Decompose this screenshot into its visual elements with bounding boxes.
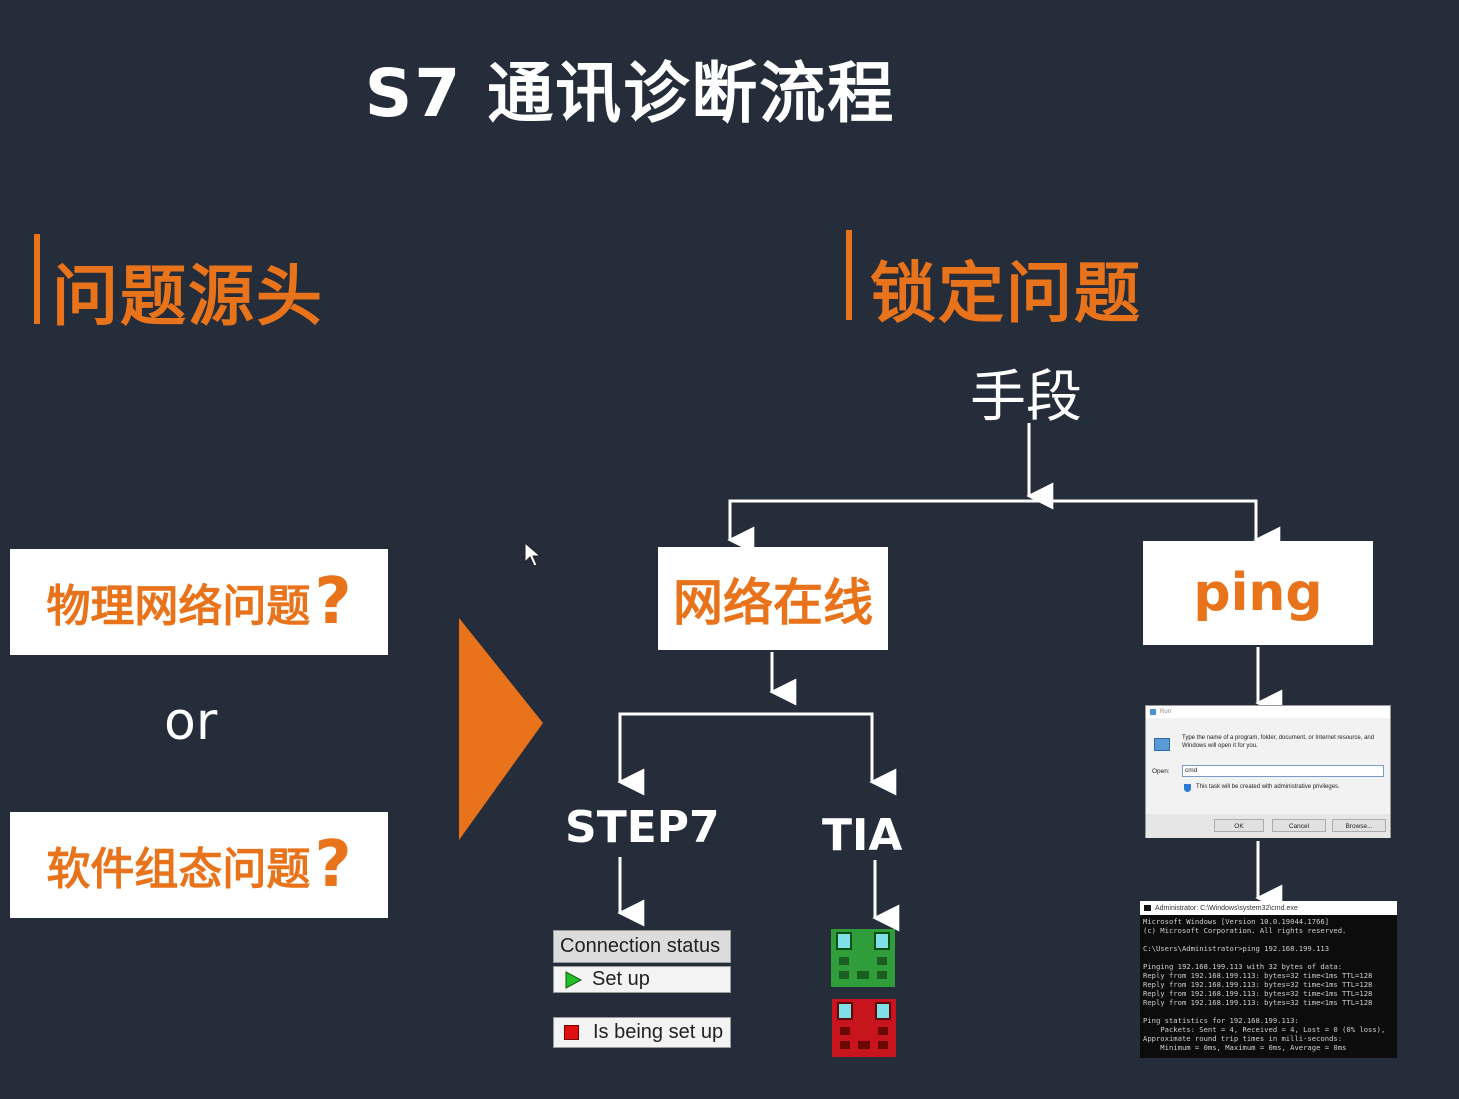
run-browse-button[interactable]: Browse...	[1332, 819, 1386, 832]
run-cancel-button[interactable]: Cancel	[1272, 819, 1326, 832]
status-setup-text: Set up	[592, 968, 650, 990]
run-open-value: cmd	[1185, 767, 1198, 774]
run-dialog-titlebar: Run	[1146, 706, 1390, 718]
cmd-icon	[1144, 905, 1151, 911]
left-section-title: 问题源头	[52, 258, 324, 335]
shield-icon	[1184, 784, 1191, 792]
cmd-window: Administrator: C:\Windows\system32\cmd.e…	[1140, 901, 1397, 1058]
physical-network-label: 物理网络问题	[46, 581, 311, 632]
right-section-title: 锁定问题	[870, 255, 1142, 332]
green-play-icon	[565, 970, 582, 989]
run-ok-button[interactable]: OK	[1214, 819, 1264, 832]
run-open-label: Open:	[1152, 768, 1170, 775]
red-square-icon	[564, 1025, 579, 1040]
question-mark: ?	[314, 565, 352, 639]
status-being-setup-row: Is being set up	[553, 1017, 731, 1048]
ping-box: ping	[1143, 541, 1373, 645]
physical-network-box: 物理网络问题 ?	[10, 549, 388, 655]
run-description: Type the name of a program, folder, docu…	[1182, 735, 1375, 749]
tia-label: TIA	[822, 810, 903, 861]
software-config-box: 软件组态问题 ?	[10, 812, 388, 918]
run-admin-note: This task will be created with administr…	[1196, 784, 1340, 790]
online-split-line	[618, 712, 897, 796]
mouse-cursor-icon	[524, 541, 542, 567]
run-dialog-title: Run	[1160, 709, 1172, 715]
orange-triangle-arrow	[459, 618, 543, 840]
run-open-input[interactable]: cmd	[1182, 765, 1384, 777]
status-setup-row: Set up	[553, 966, 731, 993]
cmd-output: Microsoft Windows [Version 10.0.19044.17…	[1143, 917, 1386, 1052]
tia-offline-icon	[832, 999, 896, 1057]
cmd-title: Administrator: C:\Windows\system32\cmd.e…	[1155, 904, 1298, 912]
connection-status-header: Connection status	[553, 930, 731, 963]
method-label: 手段	[970, 365, 1082, 430]
status-being-setup-text: Is being set up	[593, 1021, 724, 1043]
network-online-label: 网络在线	[673, 573, 873, 632]
cmd-titlebar: Administrator: C:\Windows\system32\cmd.e…	[1140, 901, 1397, 915]
question-mark: ?	[314, 828, 352, 902]
run-program-icon	[1154, 738, 1170, 751]
run-titlebar-icon	[1150, 709, 1156, 715]
step7-label: STEP7	[565, 802, 720, 853]
right-section-bar	[846, 230, 852, 320]
page-title: S7 通讯诊断流程	[364, 55, 896, 132]
left-section-bar	[34, 234, 40, 324]
connection-status-text: Connection status	[560, 935, 721, 957]
run-dialog: Run Type the name of a program, folder, …	[1145, 705, 1391, 838]
method-split-line	[728, 499, 1281, 554]
network-online-box: 网络在线	[658, 547, 888, 650]
or-label: or	[164, 692, 218, 752]
ping-label: ping	[1193, 563, 1323, 623]
tia-online-icon	[831, 929, 895, 987]
software-config-label: 软件组态问题	[46, 844, 311, 895]
